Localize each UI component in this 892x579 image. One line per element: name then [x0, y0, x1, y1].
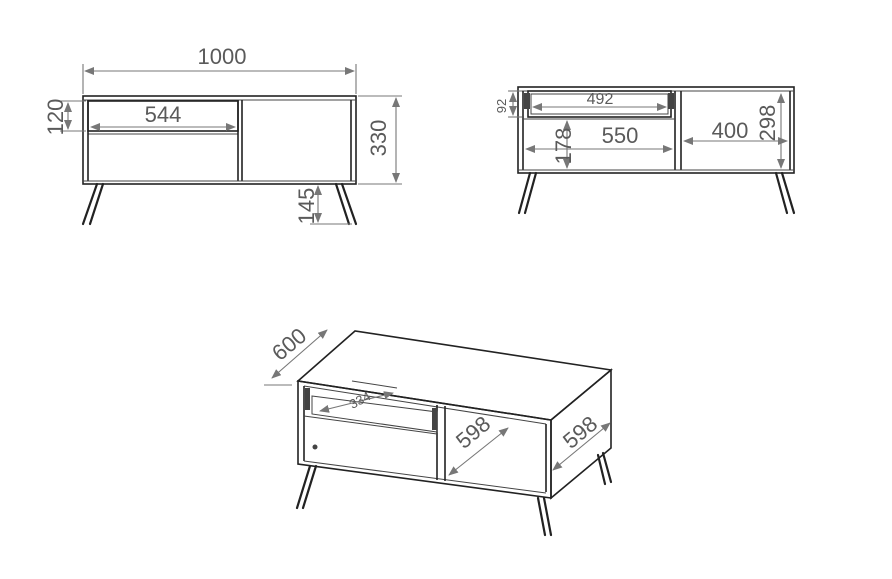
iso-side-face: [550, 368, 612, 500]
dim-drawer-inner-width: 492: [587, 91, 614, 108]
iso-knob: [312, 444, 318, 450]
front-leg-right: [340, 182, 358, 226]
dim-leg-height: 145: [294, 188, 319, 225]
iso-front-face: [297, 380, 552, 499]
dim-shelf-width: 550: [602, 123, 639, 148]
dim-drawer-front-height: 92: [494, 99, 509, 113]
dim-inner-height: 298: [755, 105, 780, 142]
dim-drawer-height: 120: [43, 99, 68, 136]
dim-right-compartment-width: 400: [712, 118, 749, 143]
drawer-runner-left: [524, 93, 530, 109]
open-body-outline: [517, 86, 795, 174]
iso-drawer-runner-right: [432, 408, 437, 430]
iso-drawer-runner-left: [305, 388, 310, 410]
iso-top-surface: [296, 330, 613, 421]
dim-shelf-height: 178: [551, 128, 576, 165]
front-leg-left: [81, 182, 99, 226]
iso-leg-front-left: [295, 464, 312, 510]
front-view: 1000 544 120 330 145: [43, 44, 402, 226]
open-view: 92 492 550 178 400 298: [494, 86, 796, 215]
front-body-outline: [82, 95, 357, 185]
iso-drawer: [311, 395, 438, 433]
dim-middle-depth: 598: [451, 411, 495, 454]
dim-overall-width: 1000: [198, 44, 247, 69]
iso-leg-front-right: [536, 496, 547, 537]
dim-right-depth: 598: [558, 411, 602, 454]
isometric-view: 600 334 598 598: [264, 323, 613, 537]
dim-depth: 600: [267, 323, 311, 366]
dim-drawer-width: 544: [145, 102, 182, 127]
dim-overall-height: 330: [366, 120, 391, 157]
drawer-runner-right: [668, 93, 674, 109]
